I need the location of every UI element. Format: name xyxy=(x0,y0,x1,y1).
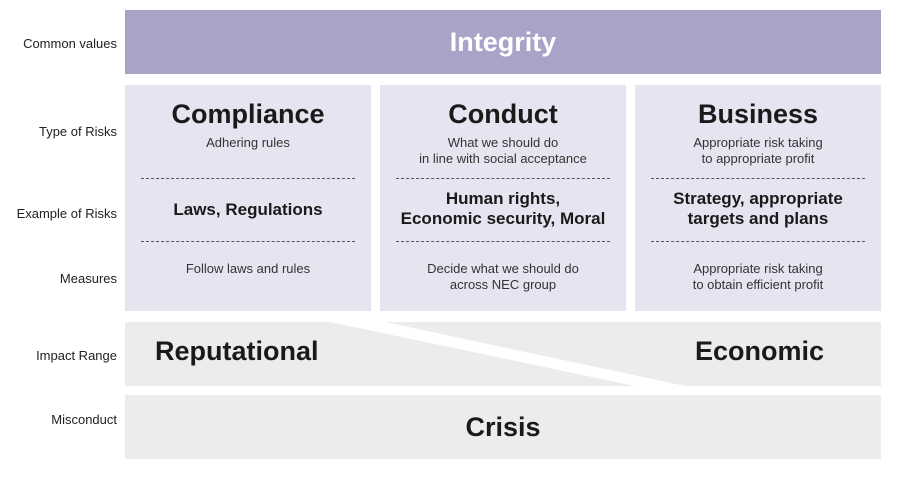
divider xyxy=(651,241,865,242)
row-label-type-of-risks: Type of Risks xyxy=(38,124,117,139)
column-example: Human rights,Economic security, Moral xyxy=(400,189,606,228)
divider xyxy=(141,178,355,179)
column-title: Compliance xyxy=(171,99,325,129)
divider xyxy=(396,241,610,242)
impact-diagonal xyxy=(330,322,685,386)
row-label-example-of-risks: Example of Risks xyxy=(16,206,117,221)
impact-economic: Economic xyxy=(695,336,825,366)
integrity-label: Integrity xyxy=(449,26,557,57)
column-title: Conduct xyxy=(448,99,558,129)
row-label-misconduct: Misconduct xyxy=(51,412,117,427)
row-label-measures: Measures xyxy=(59,271,117,286)
row-label-common-values: Common values xyxy=(23,36,117,51)
column-title: Business xyxy=(697,99,819,129)
integrity-band: Integrity xyxy=(125,10,881,74)
impact-reputational: Reputational xyxy=(155,336,319,366)
row-label-impact-range: Impact Range xyxy=(36,348,117,363)
divider xyxy=(651,178,865,179)
column-example: Laws, Regulations xyxy=(173,200,323,219)
impact-range-band: Reputational Economic xyxy=(125,322,881,386)
divider xyxy=(396,178,610,179)
column-subtitle: Adhering rules xyxy=(206,135,290,150)
column-compliance: Compliance Adhering rules Laws, Regulati… xyxy=(125,85,371,311)
divider xyxy=(141,241,355,242)
column-measure: Follow laws and rules xyxy=(185,261,311,276)
crisis-label: Crisis xyxy=(465,411,541,442)
crisis-band: Crisis xyxy=(125,395,881,459)
